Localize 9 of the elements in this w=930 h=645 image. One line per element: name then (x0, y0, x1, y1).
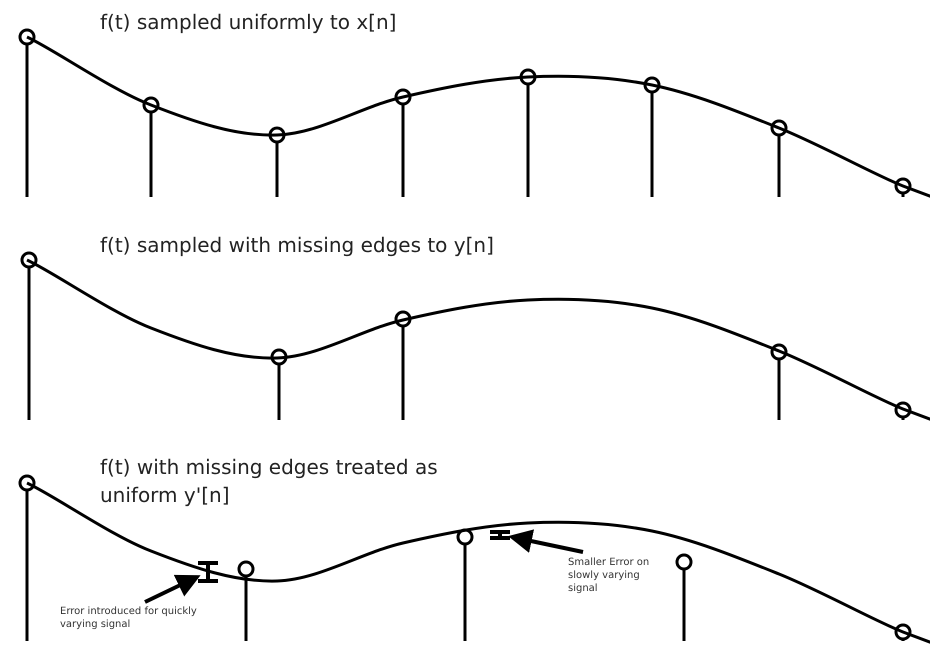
arrow (508, 529, 584, 554)
panel-title: f(t) sampled uniformly to x[n] (100, 9, 398, 36)
error-bar (196, 561, 220, 583)
panel-title: f(t) with missing edges treated as uniform y'[n] (100, 454, 439, 509)
arrow (144, 574, 201, 604)
annotation-text: Error introduced for quickly varying signal (60, 605, 200, 631)
annotation-text: Smaller Error on slowly varying signal (568, 556, 663, 595)
error-bar (488, 530, 512, 540)
panel-title: f(t) sampled with missing edges to y[n] (100, 232, 495, 259)
